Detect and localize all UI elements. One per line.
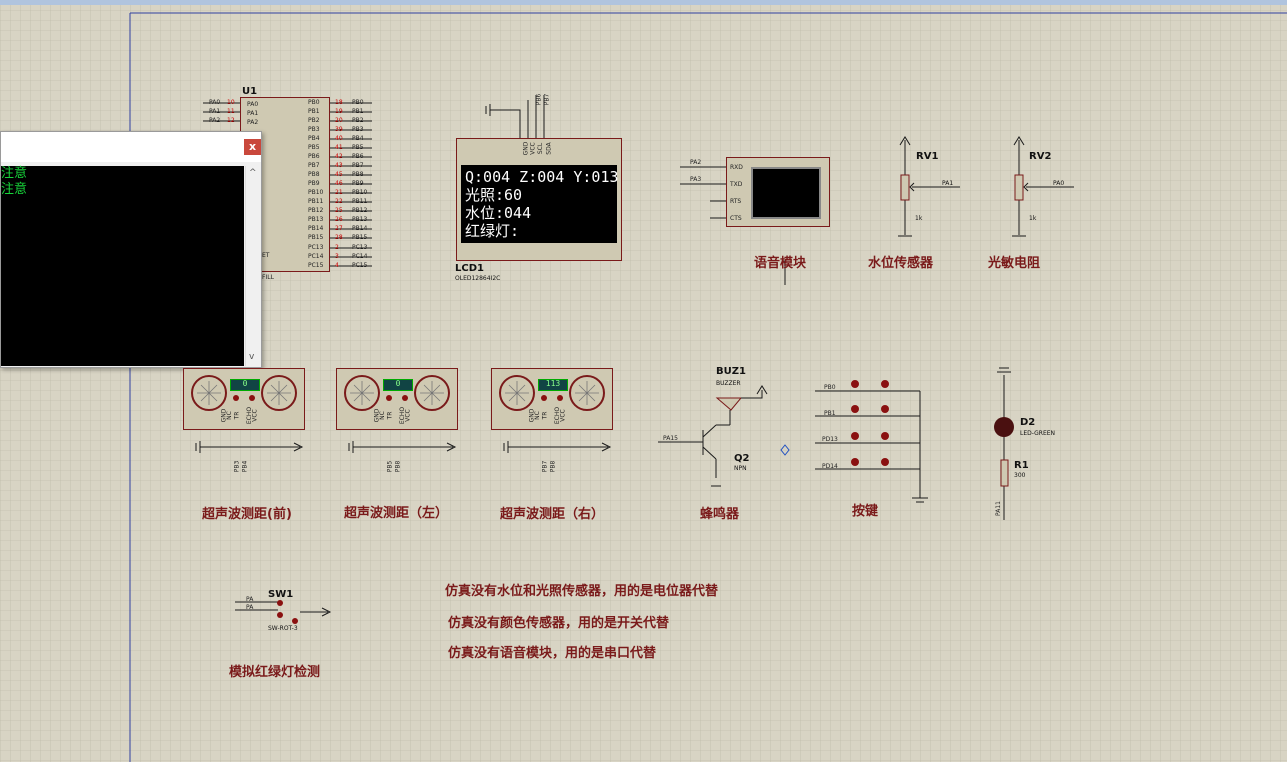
ultrasonic-left-label: 超声波测距（左）	[344, 502, 448, 521]
note-1: 仿真没有水位和光照传感器，用的是电位器代替	[445, 580, 718, 599]
ultra1-pin-vcc: VCC	[405, 409, 412, 421]
note-3: 仿真没有语音模块，用的是串口代替	[448, 642, 656, 661]
resistor-value: 300	[1014, 472, 1025, 479]
ultra2-net-a: PB7	[541, 461, 548, 473]
switch-part: SW-ROT-3	[268, 625, 298, 632]
ultra2-pin-vcc: VCC	[560, 409, 567, 421]
ultra0-pin-tr: TR	[233, 412, 240, 420]
switch-ref: SW1	[268, 589, 293, 600]
buzzer-part: BUZZER	[716, 380, 741, 387]
ultrasonic-right-label: 超声波测距（右）	[500, 503, 604, 522]
ultrasonic-front-label: 超声波测距(前)	[202, 503, 292, 522]
switch-label: 模拟红绿灯检测	[229, 661, 320, 680]
switch-net-1: PA	[246, 596, 253, 603]
led-ref: D2	[1020, 417, 1035, 428]
buzzer-label: 蜂鸣器	[700, 503, 739, 522]
transistor-type: NPN	[734, 465, 747, 472]
ultra0-pin-nc: NC	[226, 411, 233, 420]
ultra1-net-b: PB8	[394, 461, 401, 473]
note-2: 仿真没有颜色传感器，用的是开关代替	[448, 612, 669, 631]
key-net-4: PD14	[822, 463, 838, 470]
resistor-ref: R1	[1014, 460, 1029, 471]
transistor-ref: Q2	[734, 453, 749, 464]
switch-net-2: PA	[246, 604, 253, 611]
ultra0-net-b: PB4	[241, 461, 248, 473]
key-net-3: PD13	[822, 436, 838, 443]
keys-label: 按键	[852, 500, 878, 519]
ultra1-net-a: PB5	[386, 461, 393, 473]
led-part: LED-GREEN	[1020, 430, 1055, 437]
ultra0-net-a: PB3	[233, 461, 240, 473]
led-net: PA11	[995, 501, 1002, 516]
ultra1-pin-nc: NC	[379, 411, 386, 420]
key-net-1: PB0	[824, 384, 836, 391]
ultra0-pin-vcc: VCC	[252, 409, 259, 421]
buzzer-ref: BUZ1	[716, 366, 746, 377]
ultra2-pin-tr: TR	[541, 412, 548, 420]
buzzer-net: PA15	[663, 435, 678, 442]
ultra1-pin-tr: TR	[386, 412, 393, 420]
ultra2-pin-nc: NC	[534, 411, 541, 420]
ultra2-net-b: PB8	[549, 461, 556, 473]
key-net-2: PB1	[824, 410, 836, 417]
